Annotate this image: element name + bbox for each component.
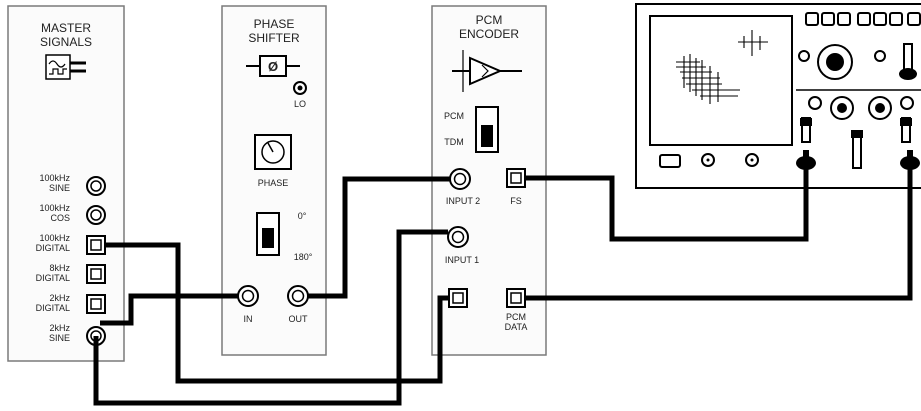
ch2-vertical-knob[interactable] [868,96,892,120]
pcm-data-socket[interactable] [506,288,526,308]
output-label-2khz-sine-2: SINE [49,333,70,343]
phase-shifter-title-line1: PHASE [254,17,295,31]
oscilloscope [635,3,921,189]
output-label-2khz-sine-1: 2kHz [49,323,70,333]
switch-0-label: 0° [298,211,307,221]
ch1-small-knob[interactable] [798,50,810,62]
phase-in-label: IN [244,314,253,324]
trigger-level-switch[interactable] [851,130,863,169]
phase-label: PHASE [258,178,289,188]
pcm-tdm-mode-switch[interactable] [475,106,499,153]
lo-socket[interactable] [293,81,307,95]
mode-tdm-label: TDM [444,137,464,147]
pcm-encoder-title-line2: ENCODER [459,27,519,41]
phase-range-switch[interactable] [256,212,280,256]
lead-phase-out-to-input2[interactable] [308,176,450,299]
patch-leads [93,166,913,406]
encoder-block-icon [452,50,522,92]
clock-input-socket[interactable] [448,288,468,308]
fs-socket[interactable] [506,168,526,188]
fs-label: FS [510,196,522,206]
lead-2khz-digital-to-phase-in[interactable] [100,293,238,326]
pcm-encoder-title-line1: PCM [476,13,503,27]
switch-180-label: 180° [294,252,313,262]
output-label-100khz-sine-2: SINE [49,183,70,193]
ch2-input-connector[interactable] [900,150,920,170]
ch2-small-knob[interactable] [874,50,886,62]
input2-socket[interactable] [449,168,471,190]
input2-label: INPUT 2 [446,196,480,206]
ch2-coupling-switch[interactable] [900,117,912,143]
screen-control-button[interactable] [659,154,681,168]
output-socket-100khz-digital[interactable] [86,235,106,255]
pcm-data-label-line2: DATA [505,322,528,332]
output-label-100khz-sine-1: 100kHz [39,173,70,183]
lead-pcm-data-to-scope-ch2[interactable] [525,166,913,301]
master-signals-title-line2: SIGNALS [40,35,92,49]
waveform-icon [45,54,86,80]
phase-out-socket[interactable] [287,285,309,307]
focus-knob[interactable] [745,153,759,167]
output-socket-8khz-digital[interactable] [86,264,106,284]
output-label-100khz-cos-1: 100kHz [39,203,70,213]
trace-pattern-icon [676,30,768,104]
lead-100khz-digital-to-clock[interactable] [105,242,449,384]
output-label-100khz-cos-2: COS [50,213,70,223]
output-label-2khz-digital-1: 2kHz [49,293,70,303]
output-label-100khz-digital-1: 100kHz [39,233,70,243]
phase-out-label: OUT [289,314,309,324]
ch1-input-connector[interactable] [796,150,816,170]
output-label-2khz-digital-2: DIGITAL [36,303,70,313]
phase-knob[interactable] [254,134,292,170]
phase-shifter-module: PHASE SHIFTER Ø LO PHASE 0° 180° IN [221,5,327,356]
ch2-position-slider[interactable] [899,43,917,80]
mode-pcm-label: PCM [444,111,464,121]
oscilloscope-screen [649,15,793,146]
lead-2khz-sine-to-input1[interactable] [93,229,448,406]
output-socket-100khz-sine[interactable] [86,176,106,196]
display-mode-buttons[interactable] [805,12,921,26]
output-label-8khz-digital-1: 8kHz [49,263,70,273]
output-label-8khz-digital-2: DIGITAL [36,273,70,283]
master-signals-title-line1: MASTER [41,21,91,35]
pcm-data-label-line1: PCM [506,312,526,322]
phase-in-socket[interactable] [237,285,259,307]
master-signals-module: MASTER SIGNALS 100kHz SINE 100kHz COS 10… [7,5,125,362]
ch1-coupling-switch[interactable] [800,117,812,143]
input1-label: INPUT 1 [445,255,479,265]
phase-symbol: Ø [268,59,278,74]
lo-label: LO [294,99,306,109]
phase-shift-block-icon: Ø [246,55,300,77]
ch2-position-knob[interactable] [900,96,914,110]
output-socket-2khz-digital[interactable] [86,294,106,314]
output-label-100khz-digital-2: DIGITAL [36,243,70,253]
lead-fs-to-scope-ch1[interactable] [525,166,809,242]
ch1-position-knob[interactable] [808,96,822,110]
ch1-volts-div-knob[interactable] [817,44,853,80]
output-socket-100khz-cos[interactable] [86,205,106,225]
phase-shifter-title-line2: SHIFTER [248,31,300,45]
intensity-knob[interactable] [701,153,715,167]
ch1-vertical-knob[interactable] [830,96,854,120]
input1-socket[interactable] [447,226,469,248]
